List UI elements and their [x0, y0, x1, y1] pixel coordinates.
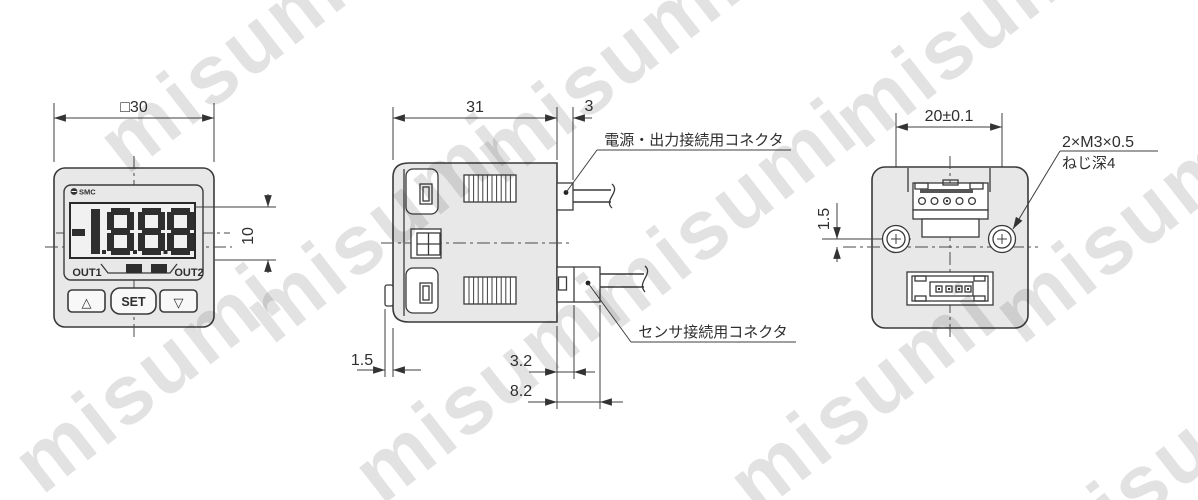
set-button-label: SET — [121, 295, 146, 309]
screw-hole-right — [987, 224, 1017, 254]
rear-power-connector — [907, 168, 991, 238]
screw-hole-left — [881, 224, 911, 254]
side-view: 31 3 — [351, 98, 796, 409]
center-square-detail — [410, 228, 442, 259]
out2-label: OUT2 — [174, 267, 203, 279]
cable-break-icon — [641, 265, 649, 293]
cable-break-icon — [608, 183, 616, 209]
up-button — [67, 289, 106, 313]
latch-bottom — [419, 282, 433, 304]
mounting-tab — [384, 284, 394, 307]
smc-logo-text: SMC — [79, 188, 96, 197]
watermark-text: misumi — [80, 0, 384, 190]
sensor-connector — [556, 265, 649, 303]
thread-spec-label: 2×M3×0.5 — [1062, 134, 1134, 151]
vent-slits-bottom — [463, 276, 517, 305]
rear-hole-pitch-dim: 20±0.1 — [925, 108, 974, 125]
front-width-dim: □30 — [120, 99, 148, 116]
button-row: △ SET ▽ — [67, 287, 198, 315]
minus-segment — [72, 229, 85, 236]
down-button — [159, 289, 198, 313]
vent-slits-top — [463, 174, 517, 203]
side-tab-dim: 1.5 — [351, 352, 373, 369]
rear-hole-offset-dim: 1.5 — [816, 208, 833, 230]
up-arrow-icon: △ — [82, 295, 92, 310]
rear-sensor-connector — [906, 271, 994, 306]
down-arrow-icon: ▽ — [174, 295, 184, 310]
watermark-text: misumi — [1010, 334, 1198, 500]
power-connector-label: 電源・出力接続用コネクタ — [604, 132, 783, 149]
side-total-dim: 8.2 — [510, 383, 532, 400]
smc-logo-icon: SMC — [70, 188, 96, 197]
set-button — [110, 287, 157, 315]
front-display-height-dim: 10 — [240, 227, 257, 245]
side-step-dim: 3.2 — [510, 353, 532, 370]
latch-cutout-top — [405, 168, 439, 215]
out2-indicator — [151, 264, 167, 273]
side-connector-protrusion-dim: 3 — [585, 98, 594, 115]
out1-indicator — [126, 264, 142, 273]
watermark-text: misumi — [710, 264, 1014, 500]
digit-1 — [91, 209, 100, 254]
lcd-digits — [72, 208, 194, 255]
front-view: □30 SMC OUT1 OUT2 — [45, 99, 276, 341]
thread-depth-label: ねじ深4 — [1062, 155, 1115, 172]
sensor-connector-label: センサ接続用コネクタ — [638, 324, 787, 341]
power-connector — [556, 182, 616, 211]
side-depth-dim: 31 — [466, 99, 484, 116]
latch-cutout-bottom — [405, 267, 439, 314]
out1-label: OUT1 — [72, 267, 101, 279]
rear-view: 20±0.1 — [816, 108, 1158, 341]
latch-top — [419, 183, 433, 205]
